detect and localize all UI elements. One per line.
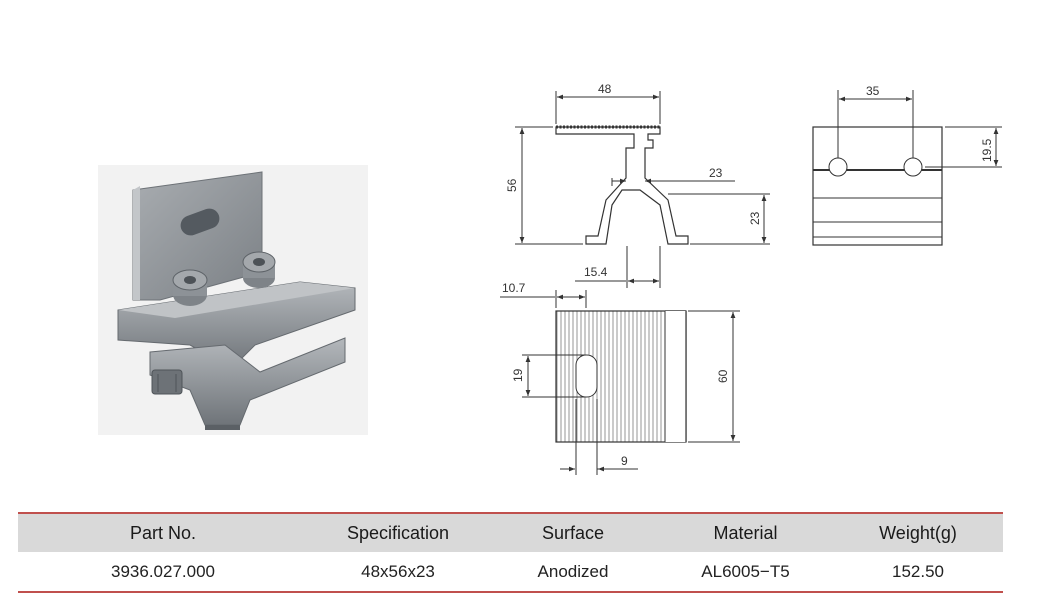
header-specification: Specification: [346, 522, 450, 543]
table-top-rule: [18, 512, 1003, 514]
nut-icon: [151, 369, 183, 395]
header-material: Material: [713, 522, 778, 543]
cell-specification: 48x56x23: [361, 561, 435, 581]
table-header-row: Part No. Specification Surface Material …: [18, 514, 1003, 552]
dim-top-edge-offset: 10.7: [502, 281, 526, 295]
spec-table: Part No. Specification Surface Material …: [18, 512, 1003, 593]
table-row: 3936.027.000 48x56x23 Anodized AL6005−T5…: [18, 552, 1003, 591]
dim-top-height: 60: [716, 369, 730, 383]
cell-material: AL6005−T5: [701, 561, 790, 581]
dim-top-slot-length: 19: [511, 368, 525, 382]
dim-top-slot-width: 9: [621, 454, 628, 468]
cell-weight: 152.50: [892, 561, 944, 581]
dim-side-foot-height: 23: [748, 211, 762, 225]
bolt-icon: [242, 251, 276, 288]
technical-drawing: 48 56 23 23 15.4 35 19.5: [98, 82, 1002, 475]
cell-part-no: 3936.027.000: [111, 561, 215, 581]
top-view-drawing: [500, 290, 740, 475]
end-view-drawing: [812, 90, 1002, 246]
dim-side-height: 56: [505, 178, 519, 192]
header-weight: Weight(g): [879, 522, 957, 543]
bolt-icon: [172, 269, 208, 306]
dim-side-foot-width: 15.4: [584, 265, 608, 279]
cell-surface: Anodized: [537, 561, 609, 581]
dim-side-neck: 23: [709, 166, 723, 180]
dim-end-hole-offset: 19.5: [980, 138, 994, 162]
side-view-drawing: [515, 91, 770, 288]
product-photo: [98, 165, 368, 435]
dim-side-width-top: 48: [598, 82, 612, 96]
header-part-no: Part No.: [129, 522, 197, 543]
header-surface: Surface: [541, 522, 605, 543]
table-bottom-rule: [18, 591, 1003, 593]
dim-end-hole-spacing: 35: [866, 84, 880, 98]
